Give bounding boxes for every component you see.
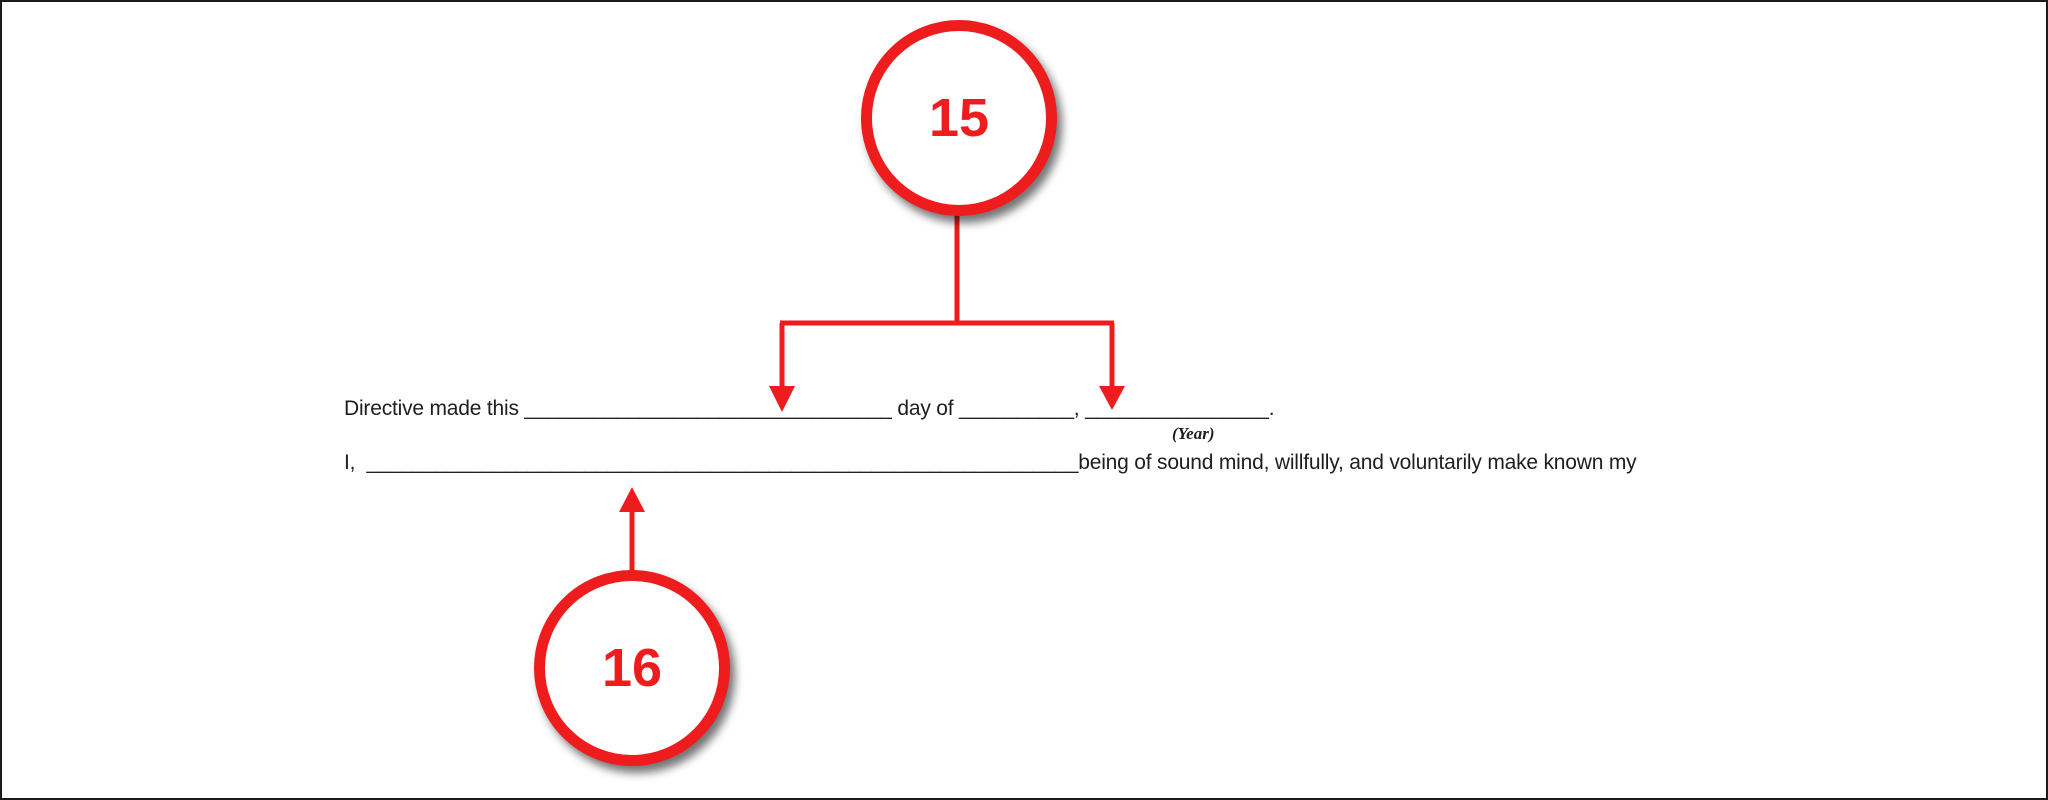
declarant-name-line: I, _____________________________________… [344, 451, 1637, 474]
arrow-to-year-blank [1099, 386, 1125, 410]
year-label: (Year) [1172, 424, 1215, 443]
directive-date-line: Directive made this ____________________… [344, 397, 1275, 420]
arrow-to-day-blank [769, 386, 795, 412]
callout-16: 16 [534, 570, 730, 766]
callout-15-connector [779, 212, 1115, 386]
arrow-to-name-blank [619, 487, 645, 512]
callout-15: 15 [861, 20, 1057, 216]
